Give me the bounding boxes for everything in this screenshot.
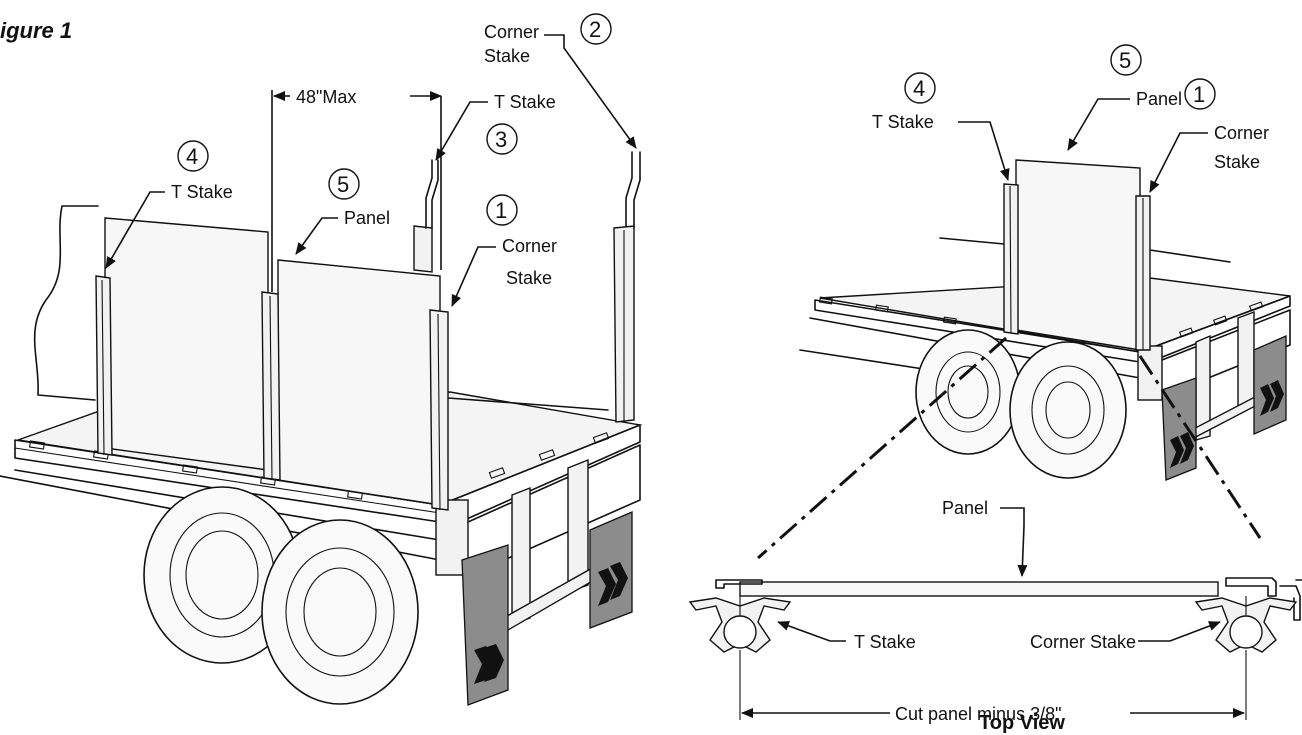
top-view-dimension: Cut panel minus 3/8" [739,650,1247,724]
right-callout-5-panel: 5 Panel [1067,44,1182,151]
top-view-diagram: Panel T Stake Corner Stake Cut panel min… [688,498,1302,734]
dimension-48-max-label: 48"Max [296,87,356,107]
top-view-panel-label: Panel [942,498,988,518]
callout-2-number: 2 [589,17,601,42]
left-tire-front [261,519,419,705]
left-mud-flap-2 [589,511,633,629]
left-t-stake-middle [261,90,281,481]
right-panel-5 [1015,159,1141,351]
left-panel-back [104,217,269,471]
callout-3-t-stake: T Stake 3 [435,92,556,161]
callout-4-t-stake: 4 T Stake [105,140,233,269]
top-view-t-stake-label: T Stake [854,632,916,652]
left-t-stake-4 [95,275,113,456]
callout-2-corner-stake: 2 Corner Stake [484,13,637,149]
top-view-title: Top View [979,712,1065,734]
projection-line-left [757,336,1007,560]
right-t-stake-4 [1003,183,1019,335]
right-callout-1-number: 1 [1193,82,1205,107]
callout-4-label: T Stake [171,182,233,202]
right-tire-front [1009,341,1127,479]
right-callout-5-number: 5 [1119,48,1131,73]
callout-3-label: T Stake [494,92,556,112]
callout-4-number: 4 [186,144,198,169]
left-t-stake-3 [413,96,442,273]
callout-1-number: 1 [495,198,507,223]
right-mud-flap-1 [1161,377,1197,481]
top-view-corner-stake-label: Corner Stake [1030,632,1136,652]
right-mud-flap-2 [1253,335,1287,435]
callout-5-number: 5 [337,172,349,197]
top-view-t-stake [688,596,792,653]
figure-title: igure 1 [0,18,72,43]
callout-5-label: Panel [344,208,390,228]
right-callout-1-label-line2: Stake [1214,152,1260,172]
top-view-panel-strip [739,581,1219,597]
callout-1-label: Corner [502,236,557,256]
callout-2-label: Corner [484,22,539,42]
top-view-corner-stake-leader [1138,621,1221,642]
right-corner-stake-1 [1135,195,1151,351]
left-panel-5 [277,259,441,506]
top-view-dimension-label: Cut panel minus 3/8" [895,704,1061,724]
rear-rail [439,424,641,523]
right-callout-5-label: Panel [1136,89,1182,109]
cut-edge [33,205,99,401]
dimension-48-max: 48"Max [273,87,442,107]
callout-1-corner-stake: 1 Corner Stake [451,194,557,307]
top-view-panel-leader [1000,507,1028,577]
right-callout-4-label: T Stake [872,112,934,132]
callout-3-number: 3 [495,127,507,152]
left-trailer-illustration: 48"Max 2 Corner Stake T Stake 3 1 Corner… [0,13,643,706]
right-callout-1-corner-stake: 1 Corner Stake [1149,78,1269,193]
right-tire-rear [915,329,1021,455]
stake-pockets [29,432,610,500]
right-corner-block [1137,345,1163,401]
left-mud-flap-1 [461,544,509,706]
left-corner-stake-2 [613,151,641,423]
top-view-t-stake-leader [777,621,846,642]
right-trailer-illustration: 4 T Stake 5 Panel 1 Corner Stake [757,44,1291,560]
projection-line-right [1138,355,1262,539]
callout-1-label-line2: Stake [506,268,552,288]
callout-2-label-line2: Stake [484,46,530,66]
callout-5-panel: 5 Panel [295,168,390,255]
top-view-corner-stake [1194,596,1298,653]
right-callout-4-t-stake: 4 T Stake [872,72,1010,181]
right-callout-1-label: Corner [1214,123,1269,143]
left-corner-stake-1 [429,309,449,511]
right-callout-4-number: 4 [913,76,925,101]
left-tire-rear [143,486,301,664]
